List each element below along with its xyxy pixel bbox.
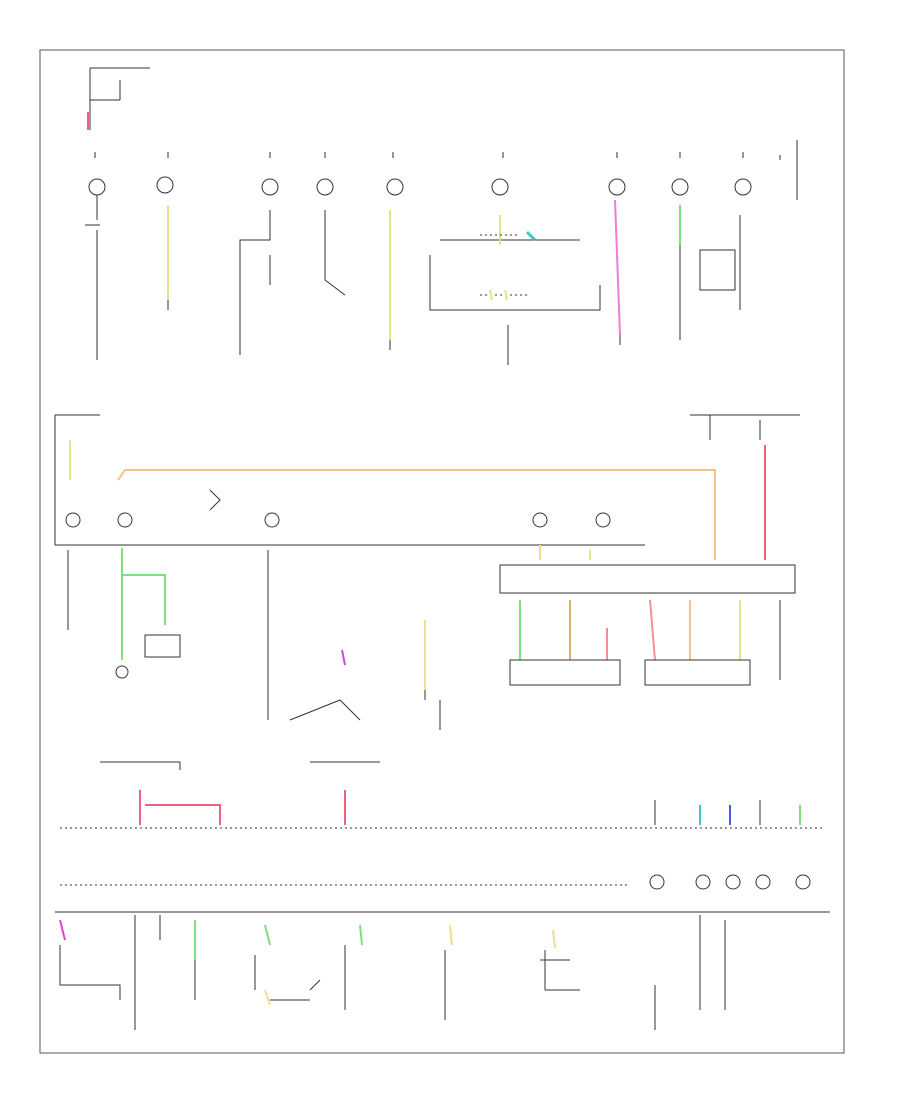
indicator-lamp <box>156 176 174 194</box>
indicator-lamp <box>264 512 280 528</box>
switch-cluster-right <box>654 800 801 825</box>
relay-box <box>144 634 181 658</box>
indicator-lamp <box>491 178 509 196</box>
indicator-lamp <box>386 178 404 196</box>
indicator-lamp <box>316 178 334 196</box>
indicator-lamp <box>595 512 611 528</box>
top-fuse-block <box>87 67 150 130</box>
indicator-lamp <box>734 178 752 196</box>
indicator-lamp <box>649 874 665 890</box>
center-switch-block <box>429 215 601 365</box>
middle-lamp-block <box>54 414 716 560</box>
diagram-frame <box>39 49 845 1054</box>
indicator-lamp <box>532 512 548 528</box>
indicator-lamp <box>115 665 129 679</box>
indicator-lamp-row-bottom <box>649 874 811 890</box>
indicator-lamp <box>261 178 279 196</box>
indicator-lamp <box>725 874 741 890</box>
indicator-lamp <box>755 874 771 890</box>
indicator-lamp-row-top <box>88 176 752 196</box>
indicator-lamp <box>695 874 711 890</box>
indicator-lamp <box>671 178 689 196</box>
control-module <box>499 545 796 686</box>
indicator-lamp <box>608 178 626 196</box>
indicator-lamp <box>117 512 133 528</box>
indicator-lamp <box>88 178 106 196</box>
indicator-lamp <box>795 874 811 890</box>
indicator-lamp <box>65 512 81 528</box>
